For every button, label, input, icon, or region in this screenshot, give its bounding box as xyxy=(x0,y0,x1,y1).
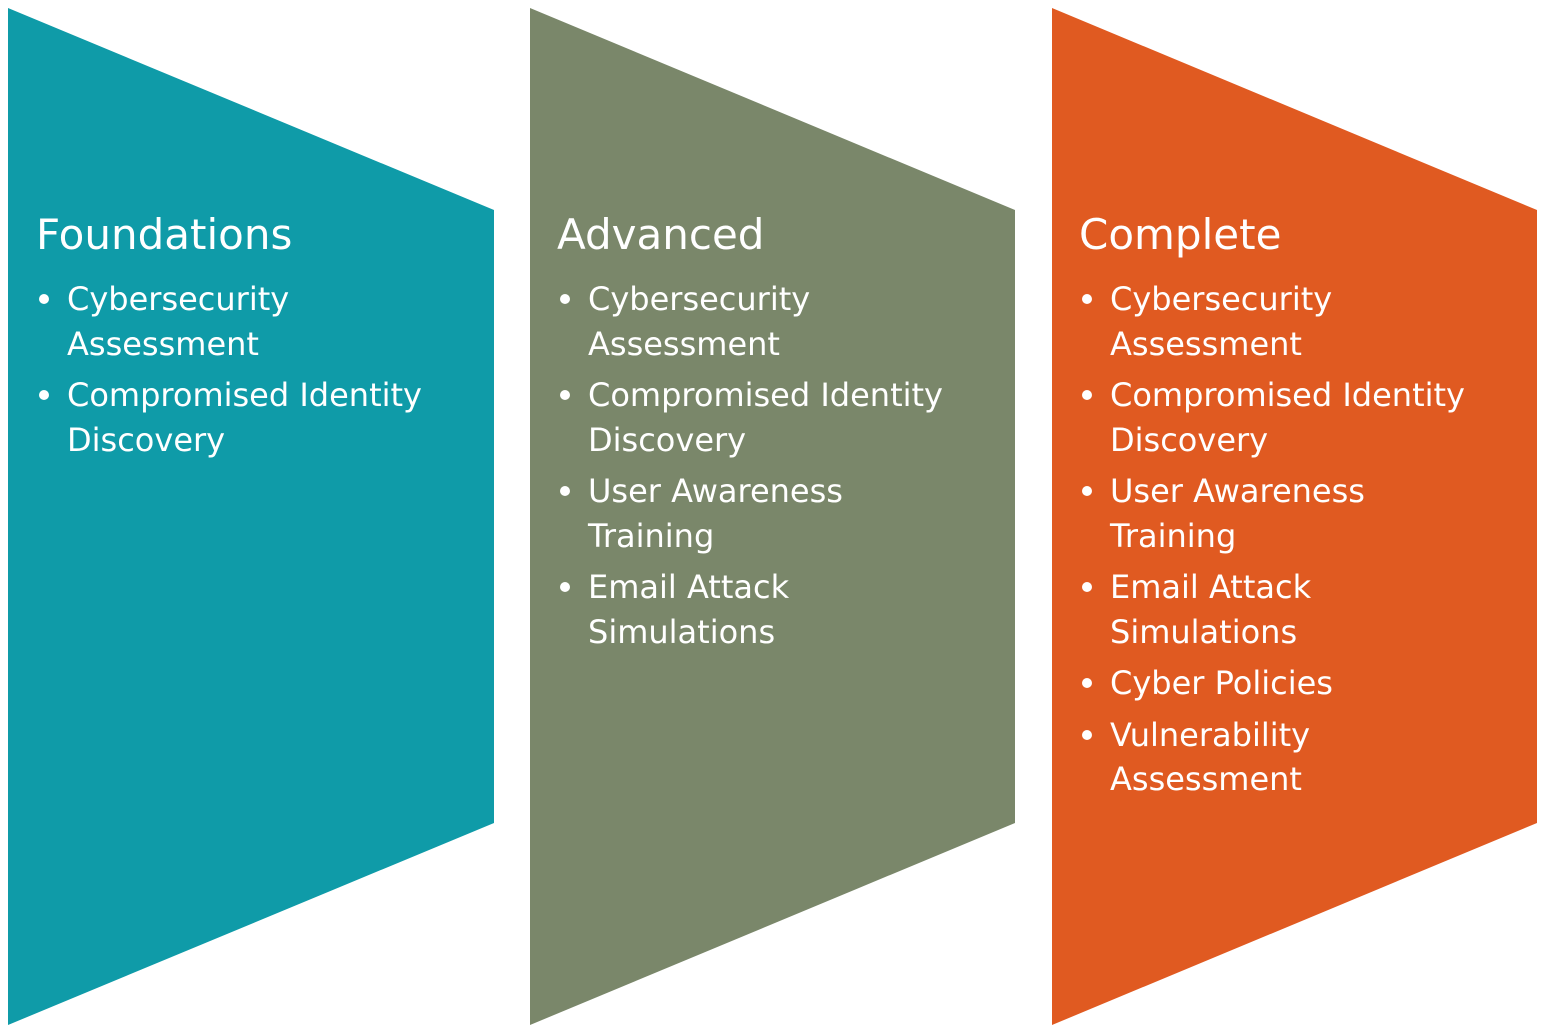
feature-label: User Awareness Training xyxy=(588,472,843,555)
bullet-icon xyxy=(1082,678,1092,688)
feature-list: Cybersecurity Assessment Compromised Ide… xyxy=(557,277,977,654)
feature-item: Email Attack Simulations xyxy=(557,565,977,654)
bullet-icon xyxy=(1082,486,1092,496)
foundations-chevron-shape xyxy=(8,8,494,1025)
feature-list: Cybersecurity Assessment Compromised Ide… xyxy=(1079,277,1499,802)
feature-label: Cyber Policies xyxy=(1110,664,1333,702)
feature-item: Cybersecurity Assessment xyxy=(557,277,977,366)
bullet-icon xyxy=(39,294,49,304)
bullet-icon xyxy=(1082,729,1092,740)
bullet-icon xyxy=(560,486,570,496)
feature-label: Cybersecurity Assessment xyxy=(67,280,290,363)
bullet-icon xyxy=(560,582,570,592)
panel-title: Advanced xyxy=(557,210,765,259)
feature-item: Cybersecurity Assessment xyxy=(1079,277,1499,366)
feature-item: User Awareness Training xyxy=(557,469,977,558)
feature-item: Compromised Identity Discovery xyxy=(36,373,456,462)
feature-item: Compromised Identity Discovery xyxy=(1079,373,1499,462)
feature-item: Cyber Policies xyxy=(1079,661,1499,706)
feature-label: Cybersecurity Assessment xyxy=(1110,280,1333,363)
bullet-icon xyxy=(560,390,570,400)
panel-title: Complete xyxy=(1079,210,1282,259)
feature-label: Vulnerability Assessment xyxy=(1110,715,1311,799)
feature-label: Email Attack Simulations xyxy=(1110,568,1312,651)
complete-chevron-shape xyxy=(1052,8,1537,1025)
foundations-panel: Foundations Cybersecurity Assessment Com… xyxy=(36,205,456,469)
bullet-icon xyxy=(1082,294,1092,304)
advanced-chevron-shape xyxy=(530,8,1015,1025)
feature-item: Email Attack Simulations xyxy=(1079,565,1499,654)
feature-item: Vulnerability Assessment xyxy=(1079,713,1499,802)
bullet-icon xyxy=(39,390,49,400)
panel-title: Foundations xyxy=(36,210,293,259)
feature-item: User Awareness Training xyxy=(1079,469,1499,558)
feature-label: Email Attack Simulations xyxy=(588,568,790,651)
feature-label: Compromised Identity Discovery xyxy=(67,376,422,459)
bullet-icon xyxy=(1082,390,1092,400)
bullet-icon xyxy=(1082,582,1092,592)
advanced-panel: Advanced Cybersecurity Assessment Compro… xyxy=(557,205,977,661)
feature-label: Compromised Identity Discovery xyxy=(1110,376,1465,459)
complete-panel: Complete Cybersecurity Assessment Compro… xyxy=(1079,205,1499,809)
feature-item: Cybersecurity Assessment xyxy=(36,277,456,366)
feature-item: Compromised Identity Discovery xyxy=(557,373,977,462)
feature-list: Cybersecurity Assessment Compromised Ide… xyxy=(36,277,456,462)
bullet-icon xyxy=(560,294,570,304)
feature-label: Compromised Identity Discovery xyxy=(588,376,943,459)
feature-label: User Awareness Training xyxy=(1110,472,1365,555)
feature-label: Cybersecurity Assessment xyxy=(588,280,811,363)
